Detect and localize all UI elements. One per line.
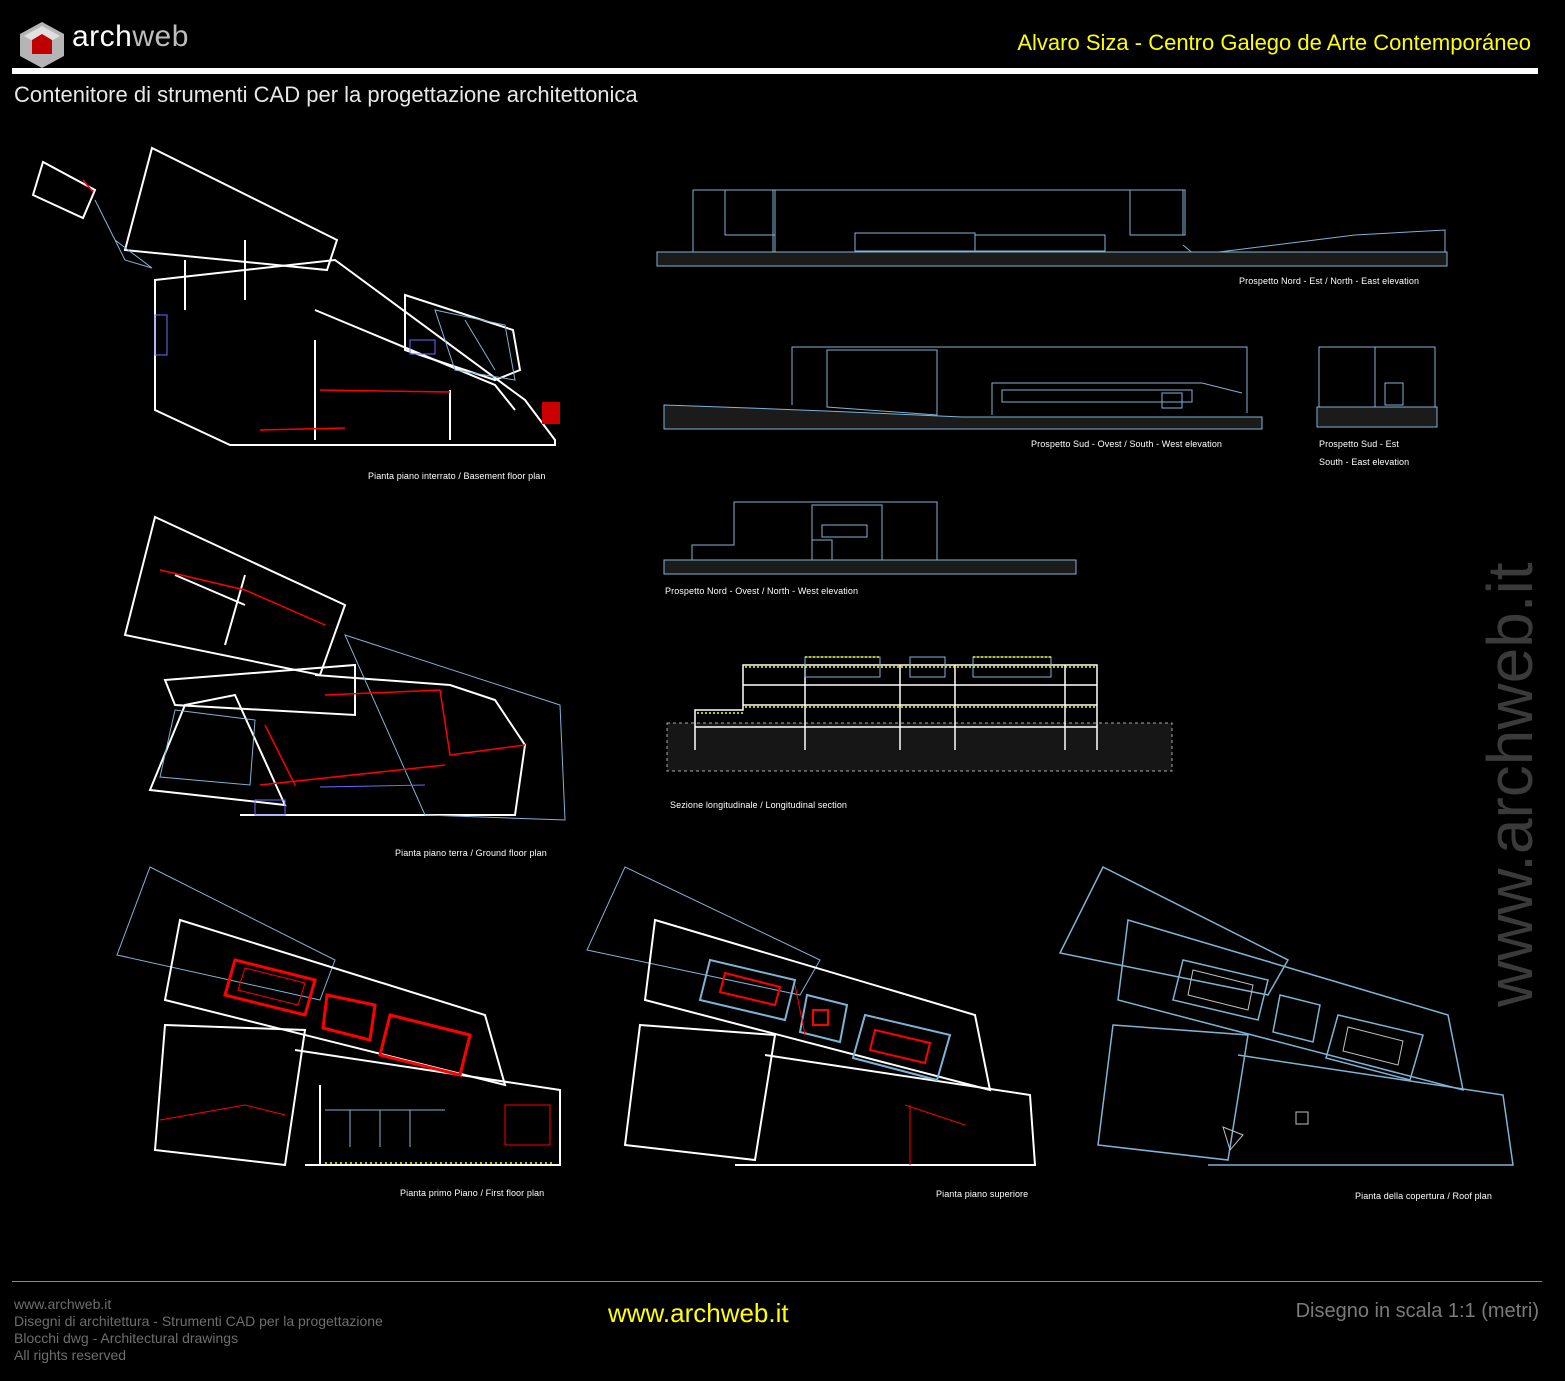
watermark-text: www.archweb.it [1474, 562, 1546, 1007]
footer-url-link[interactable]: www.archweb.it [608, 1298, 789, 1328]
archweb-logo [20, 22, 64, 68]
sw-elevation-label: Prospetto Sud - Ovest / South - West ele… [1031, 439, 1223, 449]
page-subtitle: Contenitore di strumenti CAD per la prog… [14, 82, 638, 107]
footer-scale-note: Disegno in scala 1:1 (metri) [1295, 1300, 1539, 1322]
se-elevation-label-a: Prospetto Sud - Est [1319, 439, 1399, 449]
ne-elevation-label: Prospetto Nord - Est / North - East elev… [1239, 276, 1420, 286]
basement-plan-label: Pianta piano interrato / Basement floor … [368, 471, 546, 481]
upper-floor-plan-drawing [586, 866, 1037, 1166]
ground-plan-label: Pianta piano terra / Ground floor plan [395, 848, 547, 858]
first-floor-plan-label: Pianta primo Piano / First floor plan [400, 1188, 545, 1198]
footer-line-1: www.archweb.it [14, 1296, 112, 1312]
footer-line-2: Disegni di architettura - Strumenti CAD … [14, 1313, 383, 1329]
roof-plan-drawing [1058, 865, 1514, 1166]
upper-floor-plan-label: Pianta piano superiore [936, 1189, 1029, 1199]
roof-plan-label: Pianta della copertura / Roof plan [1355, 1191, 1492, 1201]
ne-elevation-drawing [656, 189, 1448, 267]
first-floor-plan-drawing [116, 866, 561, 1167]
basement-plan-drawing [31, 146, 560, 446]
nw-elevation-label: Prospetto Nord - Ovest / North - West el… [665, 586, 859, 596]
ground-plan-drawing [123, 515, 566, 821]
footer-line-3: Blocchi dwg - Architectural drawings [14, 1330, 239, 1346]
sw-elevation-drawing [663, 346, 1263, 430]
header-divider [12, 68, 1538, 74]
longitudinal-section-drawing [666, 656, 1173, 772]
page-title: Alvaro Siza - Centro Galego de Arte Cont… [1017, 30, 1531, 55]
footer-line-4: All rights reserved [14, 1347, 127, 1363]
nw-elevation-drawing [663, 501, 1077, 575]
footer-divider [12, 1281, 1542, 1282]
se-elevation-drawing [1316, 346, 1438, 428]
se-elevation-label-b: South - East elevation [1319, 457, 1410, 467]
logo-wordmark: archweb [72, 20, 189, 53]
footer-info: www.archweb.it Disegni di architettura -… [14, 1296, 383, 1364]
section-label: Sezione longitudinale / Longitudinal sec… [670, 800, 848, 810]
